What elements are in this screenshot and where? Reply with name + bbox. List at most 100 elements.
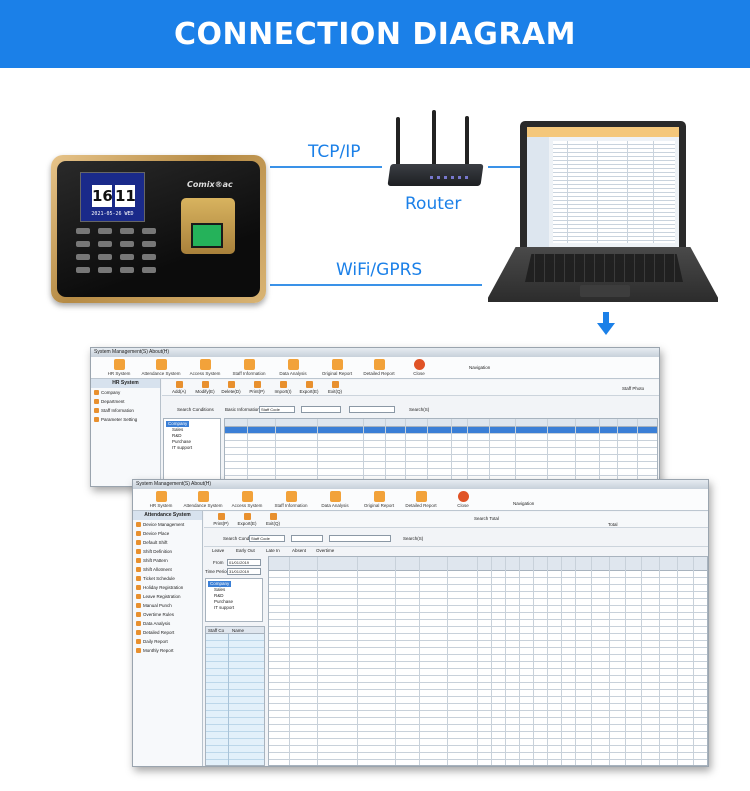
sidebar-item-detailed-report[interactable]: Detailed Report (133, 628, 202, 637)
clock-minute: 11 (115, 185, 136, 207)
search-operator-select[interactable] (301, 406, 341, 413)
from-date-input[interactable]: 01/01/2019 (227, 559, 261, 566)
modify-button[interactable]: Modify(E) (192, 381, 218, 394)
attendance-system-window: System Management(S) About(H) HR System … (132, 479, 709, 767)
key (98, 228, 112, 234)
router-label: Router (405, 194, 462, 214)
to-date-input[interactable]: 31/01/2019 (227, 568, 261, 575)
tree-node-it-support[interactable]: IT support (172, 445, 193, 450)
search-button[interactable]: Search(S) (403, 536, 424, 541)
sidebar-item-leave-registration[interactable]: Leave Registration (133, 592, 202, 601)
print-button[interactable]: Print(P) (208, 513, 234, 526)
ribbon-hr-system[interactable]: HR System (95, 359, 143, 376)
sidebar-item-shift-definition[interactable]: Shift Definition (133, 547, 202, 556)
staff-icon (285, 491, 297, 502)
key (142, 241, 156, 247)
sidebar-item-data-analysis[interactable]: Data Analysis (133, 619, 202, 628)
search-button[interactable]: Search(S) (409, 407, 430, 412)
ribbon-access[interactable]: Access System (181, 359, 229, 376)
sidebar-item-company[interactable]: Company (91, 388, 160, 397)
sidebar-item-parameter-setting[interactable]: Parameter Setting (91, 415, 160, 424)
sidebar-item-department[interactable]: Department (91, 397, 160, 406)
filter-absent[interactable]: Absent (292, 548, 307, 553)
filter-leave[interactable]: Leave (212, 548, 225, 553)
staff-table (224, 418, 658, 486)
ribbon-data-analysis[interactable]: Data Analysis (311, 491, 359, 508)
tree-node-purchase[interactable]: Purchase (172, 439, 192, 444)
navigation-checkbox[interactable]: Navigation (513, 501, 535, 506)
search-value-input[interactable] (349, 406, 395, 413)
sidebar-item-shift-pattern[interactable]: Shift Pattern (133, 556, 202, 565)
tree-node-company[interactable]: Company (166, 421, 190, 427)
key (98, 267, 112, 273)
attendance-sidebar: Attendance System Device Management Devi… (133, 511, 203, 766)
staff-photo-checkbox[interactable]: Staff Photo (622, 386, 645, 391)
ribbon-staff-info[interactable]: Staff Information (225, 359, 273, 376)
exit-button[interactable]: Exit(Q) (260, 513, 286, 526)
close-icon (413, 359, 425, 370)
total-checkbox[interactable]: Total (608, 522, 618, 527)
import-button[interactable]: Import(I) (270, 381, 296, 394)
attendance-icon (155, 359, 167, 370)
filter-overtime[interactable]: Overtime (316, 548, 335, 553)
ribbon-attendance[interactable]: Attendance System (179, 491, 227, 508)
search-field-select[interactable]: Staff Code (259, 406, 295, 413)
clock-hour: 16 (92, 185, 113, 207)
sidebar-item-device-place[interactable]: Device Place (133, 529, 202, 538)
add-button[interactable]: Add(A) (166, 381, 192, 394)
tree-node[interactable]: Company (166, 421, 218, 427)
tree-node-sales[interactable]: Sales (172, 427, 184, 432)
navigation-checkbox[interactable]: Navigation (469, 365, 491, 370)
clock-date: 2021-05-26 WED (91, 211, 134, 217)
sidebar-item-daily-report[interactable]: Daily Report (133, 637, 202, 646)
sidebar-item-overtime-rules[interactable]: Overtime Rules (133, 610, 202, 619)
search-total-checkbox[interactable]: Search Total (474, 516, 499, 521)
sidebar-item-ticket-schedule[interactable]: Ticket Schedule (133, 574, 202, 583)
sidebar-item-shift-allotment[interactable]: Shift Allotment (133, 565, 202, 574)
tcp-line-left (270, 166, 382, 168)
ribbon-staff-info[interactable]: Staff Information (267, 491, 315, 508)
tree-node-sales[interactable]: Sales (214, 587, 226, 592)
ribbon-close[interactable]: Close (395, 359, 443, 376)
report-icon (373, 491, 385, 502)
ribbon-detailed-report[interactable]: Detailed Report (355, 359, 403, 376)
ribbon-attendance[interactable]: Attendance System (137, 359, 185, 376)
export-button[interactable]: Export(E) (296, 381, 322, 394)
print-icon (217, 513, 225, 520)
search-value-input[interactable] (329, 535, 391, 542)
delete-icon (227, 381, 235, 388)
ribbon-data-analysis[interactable]: Data Analysis (269, 359, 317, 376)
keypad (76, 228, 166, 288)
ribbon-detailed-report[interactable]: Detailed Report (397, 491, 445, 508)
ribbon-hr-system[interactable]: HR System (137, 491, 185, 508)
search-operator-select[interactable] (291, 535, 323, 542)
access-icon (241, 491, 253, 502)
ribbon-access[interactable]: Access System (223, 491, 271, 508)
tree-node[interactable]: Company (208, 581, 260, 587)
sidebar-item-default-shift[interactable]: Default Shift (133, 538, 202, 547)
tree-node-it-support[interactable]: IT support (214, 605, 235, 610)
delete-button[interactable]: Delete(D) (218, 381, 244, 394)
tree-node-rd[interactable]: R&D (214, 593, 224, 598)
analysis-icon (329, 491, 341, 502)
search-field-select[interactable]: Staff Code (249, 535, 285, 542)
staff-list-rows[interactable] (206, 634, 264, 765)
filter-early-out[interactable]: Early Out (236, 548, 255, 553)
sidebar-item-holiday-registration[interactable]: Holiday Registration (133, 583, 202, 592)
ribbon-original-report[interactable]: Original Report (355, 491, 403, 508)
tree-node-company[interactable]: Company (208, 581, 232, 587)
tree-node-rd[interactable]: R&D (172, 433, 182, 438)
ribbon-close[interactable]: Close (439, 491, 487, 508)
window-menu-bar: System Management(S) About(H) (91, 348, 659, 357)
print-button[interactable]: Print(P) (244, 381, 270, 394)
filter-late-in[interactable]: Late In (266, 548, 280, 553)
tree-node-purchase[interactable]: Purchase (214, 599, 234, 604)
sidebar-item-staff-information[interactable]: Staff Information (91, 406, 160, 415)
ribbon-original-report[interactable]: Original Report (313, 359, 361, 376)
exit-button[interactable]: Exit(Q) (322, 381, 348, 394)
sidebar-item-manual-punch[interactable]: Manual Punch (133, 601, 202, 610)
sidebar-item-monthly-report[interactable]: Monthly Report (133, 646, 202, 655)
sidebar-item-device-management[interactable]: Device Management (133, 520, 202, 529)
export-button[interactable]: Export(E) (234, 513, 260, 526)
table-row-selected[interactable] (225, 427, 657, 433)
